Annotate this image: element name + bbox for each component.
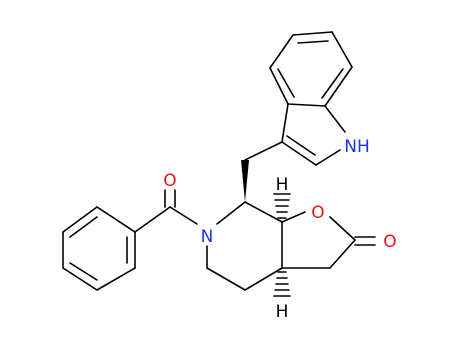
benzoyl-oxygen-label: O <box>163 171 176 191</box>
indole-pyrrole-ring <box>281 103 346 166</box>
ring-oxygen-label: O <box>311 203 324 223</box>
piperidine-ring <box>206 201 283 291</box>
benzene-ring <box>62 206 136 291</box>
indole-benzo-ring <box>269 31 353 107</box>
methylene-bond <box>244 141 283 161</box>
stereo-h-bottom-label: H <box>276 302 289 322</box>
indole-nh-label: NH <box>344 137 370 157</box>
stereo-hash-bottom <box>273 271 291 297</box>
amide-nitrogen-label: N <box>201 227 214 247</box>
lactone-ring <box>281 211 376 269</box>
stereo-wedge-ch2 <box>241 160 249 202</box>
lactone-oxygen-label: O <box>383 232 396 252</box>
stereo-hash-top <box>273 193 291 219</box>
stereo-h-top-label: H <box>276 175 289 195</box>
benzoyl-carbonyl <box>134 189 198 233</box>
